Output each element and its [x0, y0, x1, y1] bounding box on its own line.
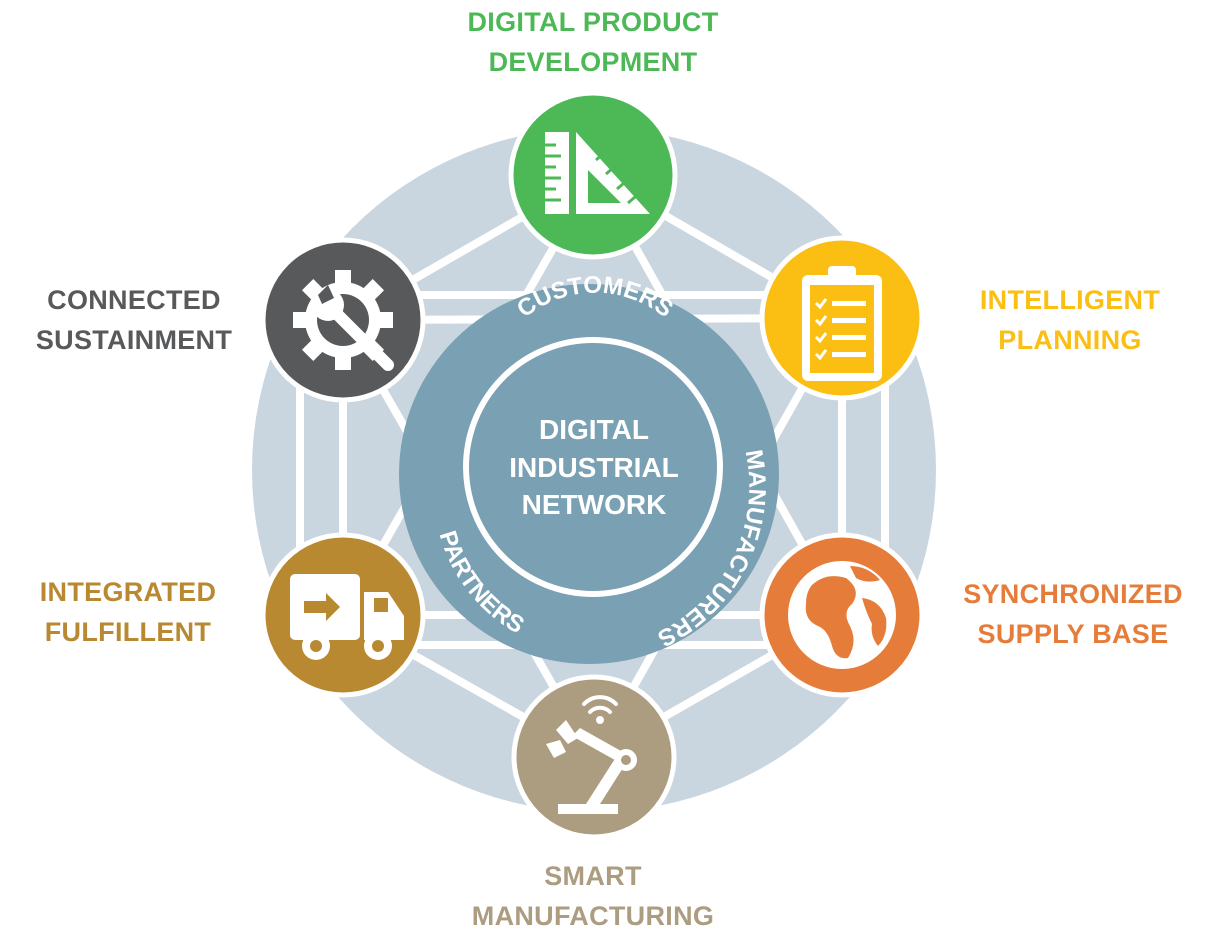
- label-connected-sustainment: CONNECTED SUSTAINMENT: [4, 280, 264, 360]
- gear-wrench-icon: [293, 270, 394, 371]
- label-line: INTELLIGENT: [979, 285, 1161, 315]
- center-title-line-1: DIGITAL: [539, 414, 649, 445]
- node-synchronized-supply-base: [759, 532, 925, 698]
- label-line: SYNCHRONIZED: [963, 579, 1183, 609]
- label-line: DIGITAL PRODUCT: [467, 7, 719, 37]
- node-connected-sustainment: [260, 237, 426, 403]
- label-line: PLANNING: [998, 325, 1142, 355]
- label-line: SMART: [544, 861, 642, 891]
- label-smart-manufacturing: SMART MANUFACTURING: [433, 856, 753, 936]
- node-integrated-fulfillent: [260, 532, 426, 698]
- label-intelligent-planning: INTELLIGENT PLANNING: [940, 280, 1200, 360]
- ruler-triangle-icon: [545, 132, 650, 214]
- label-line: SUPPLY BASE: [977, 619, 1169, 649]
- node-digital-product-development: [508, 90, 678, 260]
- center-title-line-3: NETWORK: [522, 489, 667, 520]
- node-circle: [511, 674, 677, 840]
- label-integrated-fulfillent: INTEGRATED FULFILLENT: [8, 572, 248, 652]
- clipboard-checklist-icon: [802, 266, 882, 381]
- delivery-truck-icon: [290, 574, 404, 660]
- node-smart-manufacturing: [511, 674, 677, 840]
- center-inner-circle: [463, 337, 723, 597]
- globe-icon: [788, 561, 896, 669]
- label-line: DEVELOPMENT: [488, 47, 698, 77]
- label-line: INTEGRATED: [39, 577, 217, 607]
- label-synchronized-supply-base: SYNCHRONIZED SUPPLY BASE: [938, 574, 1208, 654]
- node-intelligent-planning: [759, 235, 925, 401]
- label-line: FULFILLENT: [44, 617, 212, 647]
- label-line: CONNECTED: [47, 285, 221, 315]
- label-line: SUSTAINMENT: [35, 325, 233, 355]
- label-line: MANUFACTURING: [471, 901, 715, 931]
- center-title-line-2: INDUSTRIAL: [509, 452, 679, 483]
- robot-arm-icon: [546, 695, 637, 814]
- label-digital-product-development: DIGITAL PRODUCT DEVELOPMENT: [403, 2, 783, 82]
